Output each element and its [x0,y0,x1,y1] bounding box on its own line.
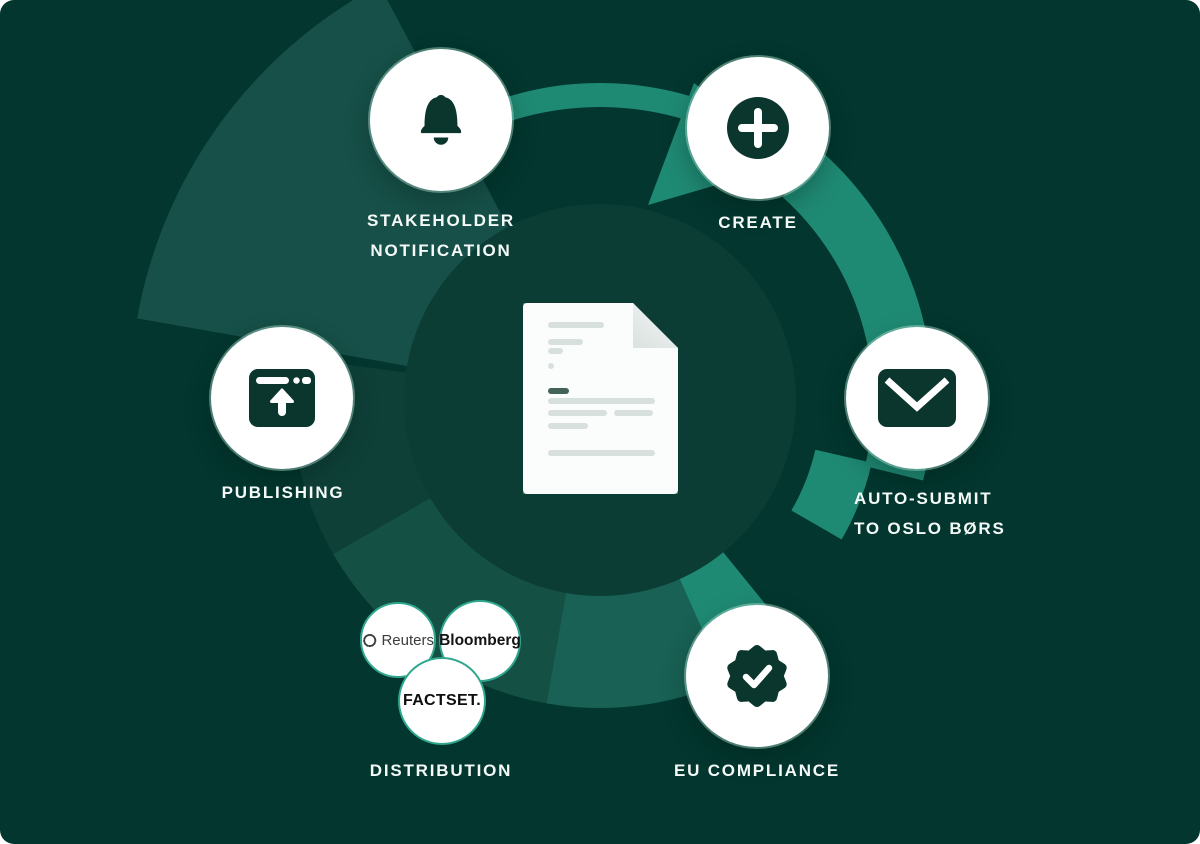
bell-icon [420,94,462,145]
reuters-dotted-circle-icon [363,633,377,647]
node-create [687,57,829,199]
reuters-logo-text: Reuters [381,631,434,649]
node-publishing [211,327,353,469]
bloomberg-logo-text: Bloomberg [439,632,521,649]
seal-check-icon [727,645,787,707]
envelope-icon [878,369,956,427]
plus-circle-icon [727,97,789,159]
node-eu-compliance [686,605,828,747]
label-distribution: DISTRIBUTION [369,761,513,780]
reuters-logo-circle: Reuters [360,602,436,678]
factset-logo-circle: FACTSET. [398,657,486,745]
label-publishing: PUBLISHING [221,483,345,502]
node-stakeholder-notification [370,49,512,191]
seal-shape [727,645,787,707]
label-eu-compliance: EU COMPLIANCE [673,761,841,780]
arc-inner-right [791,449,872,540]
browser-upload-icon [249,369,315,427]
arc-top-thin [396,82,693,176]
label-stakeholder-notification: STAKEHOLDER NOTIFICATION [367,211,515,260]
label-auto-submit: AUTO-SUBMIT TO OSLO BØRS [854,489,1006,538]
band-bottom [546,575,726,708]
label-create: CREATE [718,213,798,232]
document-illustration [523,303,678,494]
node-auto-submit [846,327,988,469]
factset-logo-text: FACTSET. [403,692,481,709]
document-highlight-line [548,388,569,394]
